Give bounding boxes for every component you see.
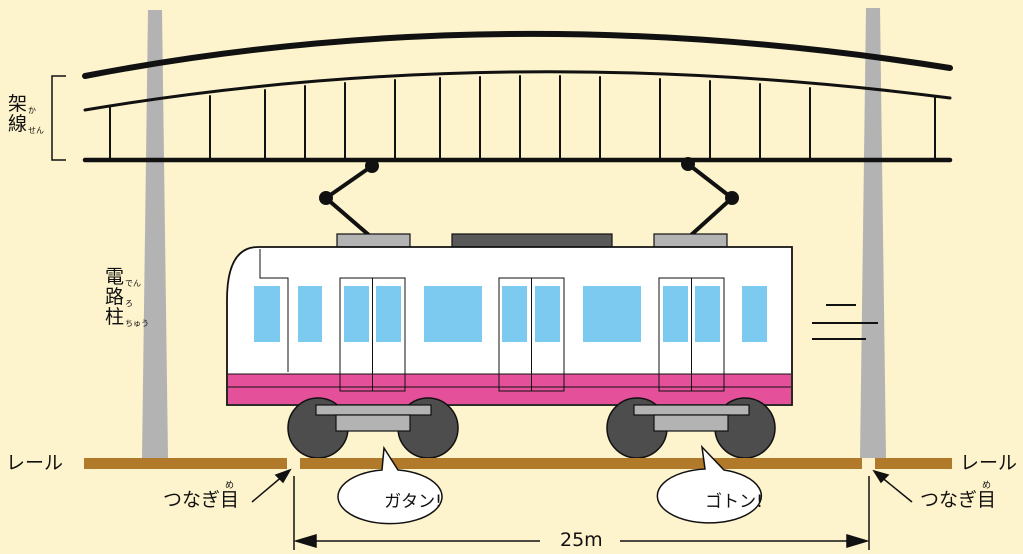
rails	[84, 458, 952, 469]
pole-left	[142, 10, 168, 458]
pantograph-rear	[681, 157, 739, 238]
bogie-rear	[606, 397, 776, 459]
speech-bubble-rear	[656, 444, 763, 524]
overhead-wire-bracket	[51, 75, 66, 161]
distance-label: 25m	[560, 529, 603, 551]
sound-rear: ゴトン!	[705, 492, 763, 512]
joint-arrow-left	[251, 468, 292, 503]
joint-label-right: つなぎめ目	[920, 481, 997, 511]
pole-right	[860, 8, 886, 458]
joint-arrow-right	[872, 469, 913, 503]
train-doors	[339, 277, 725, 392]
overhead-wire-label: 架か 線せん	[8, 93, 45, 135]
pole-label: 電でん 路ろ 柱ちゅう	[105, 266, 150, 328]
joint-label-left: つなぎめ目	[163, 481, 240, 511]
rail-label-left: レール	[6, 452, 64, 474]
motion-lines	[812, 304, 878, 340]
distance-dimension	[293, 476, 870, 550]
train-windows	[254, 286, 767, 342]
bogie-front	[287, 397, 459, 459]
overhead-wire	[82, 30, 953, 163]
sound-front: ガタン!	[384, 492, 442, 512]
rail-label-right: レール	[960, 452, 1018, 474]
speech-bubble-front	[337, 445, 443, 525]
pantograph-front	[319, 159, 379, 238]
